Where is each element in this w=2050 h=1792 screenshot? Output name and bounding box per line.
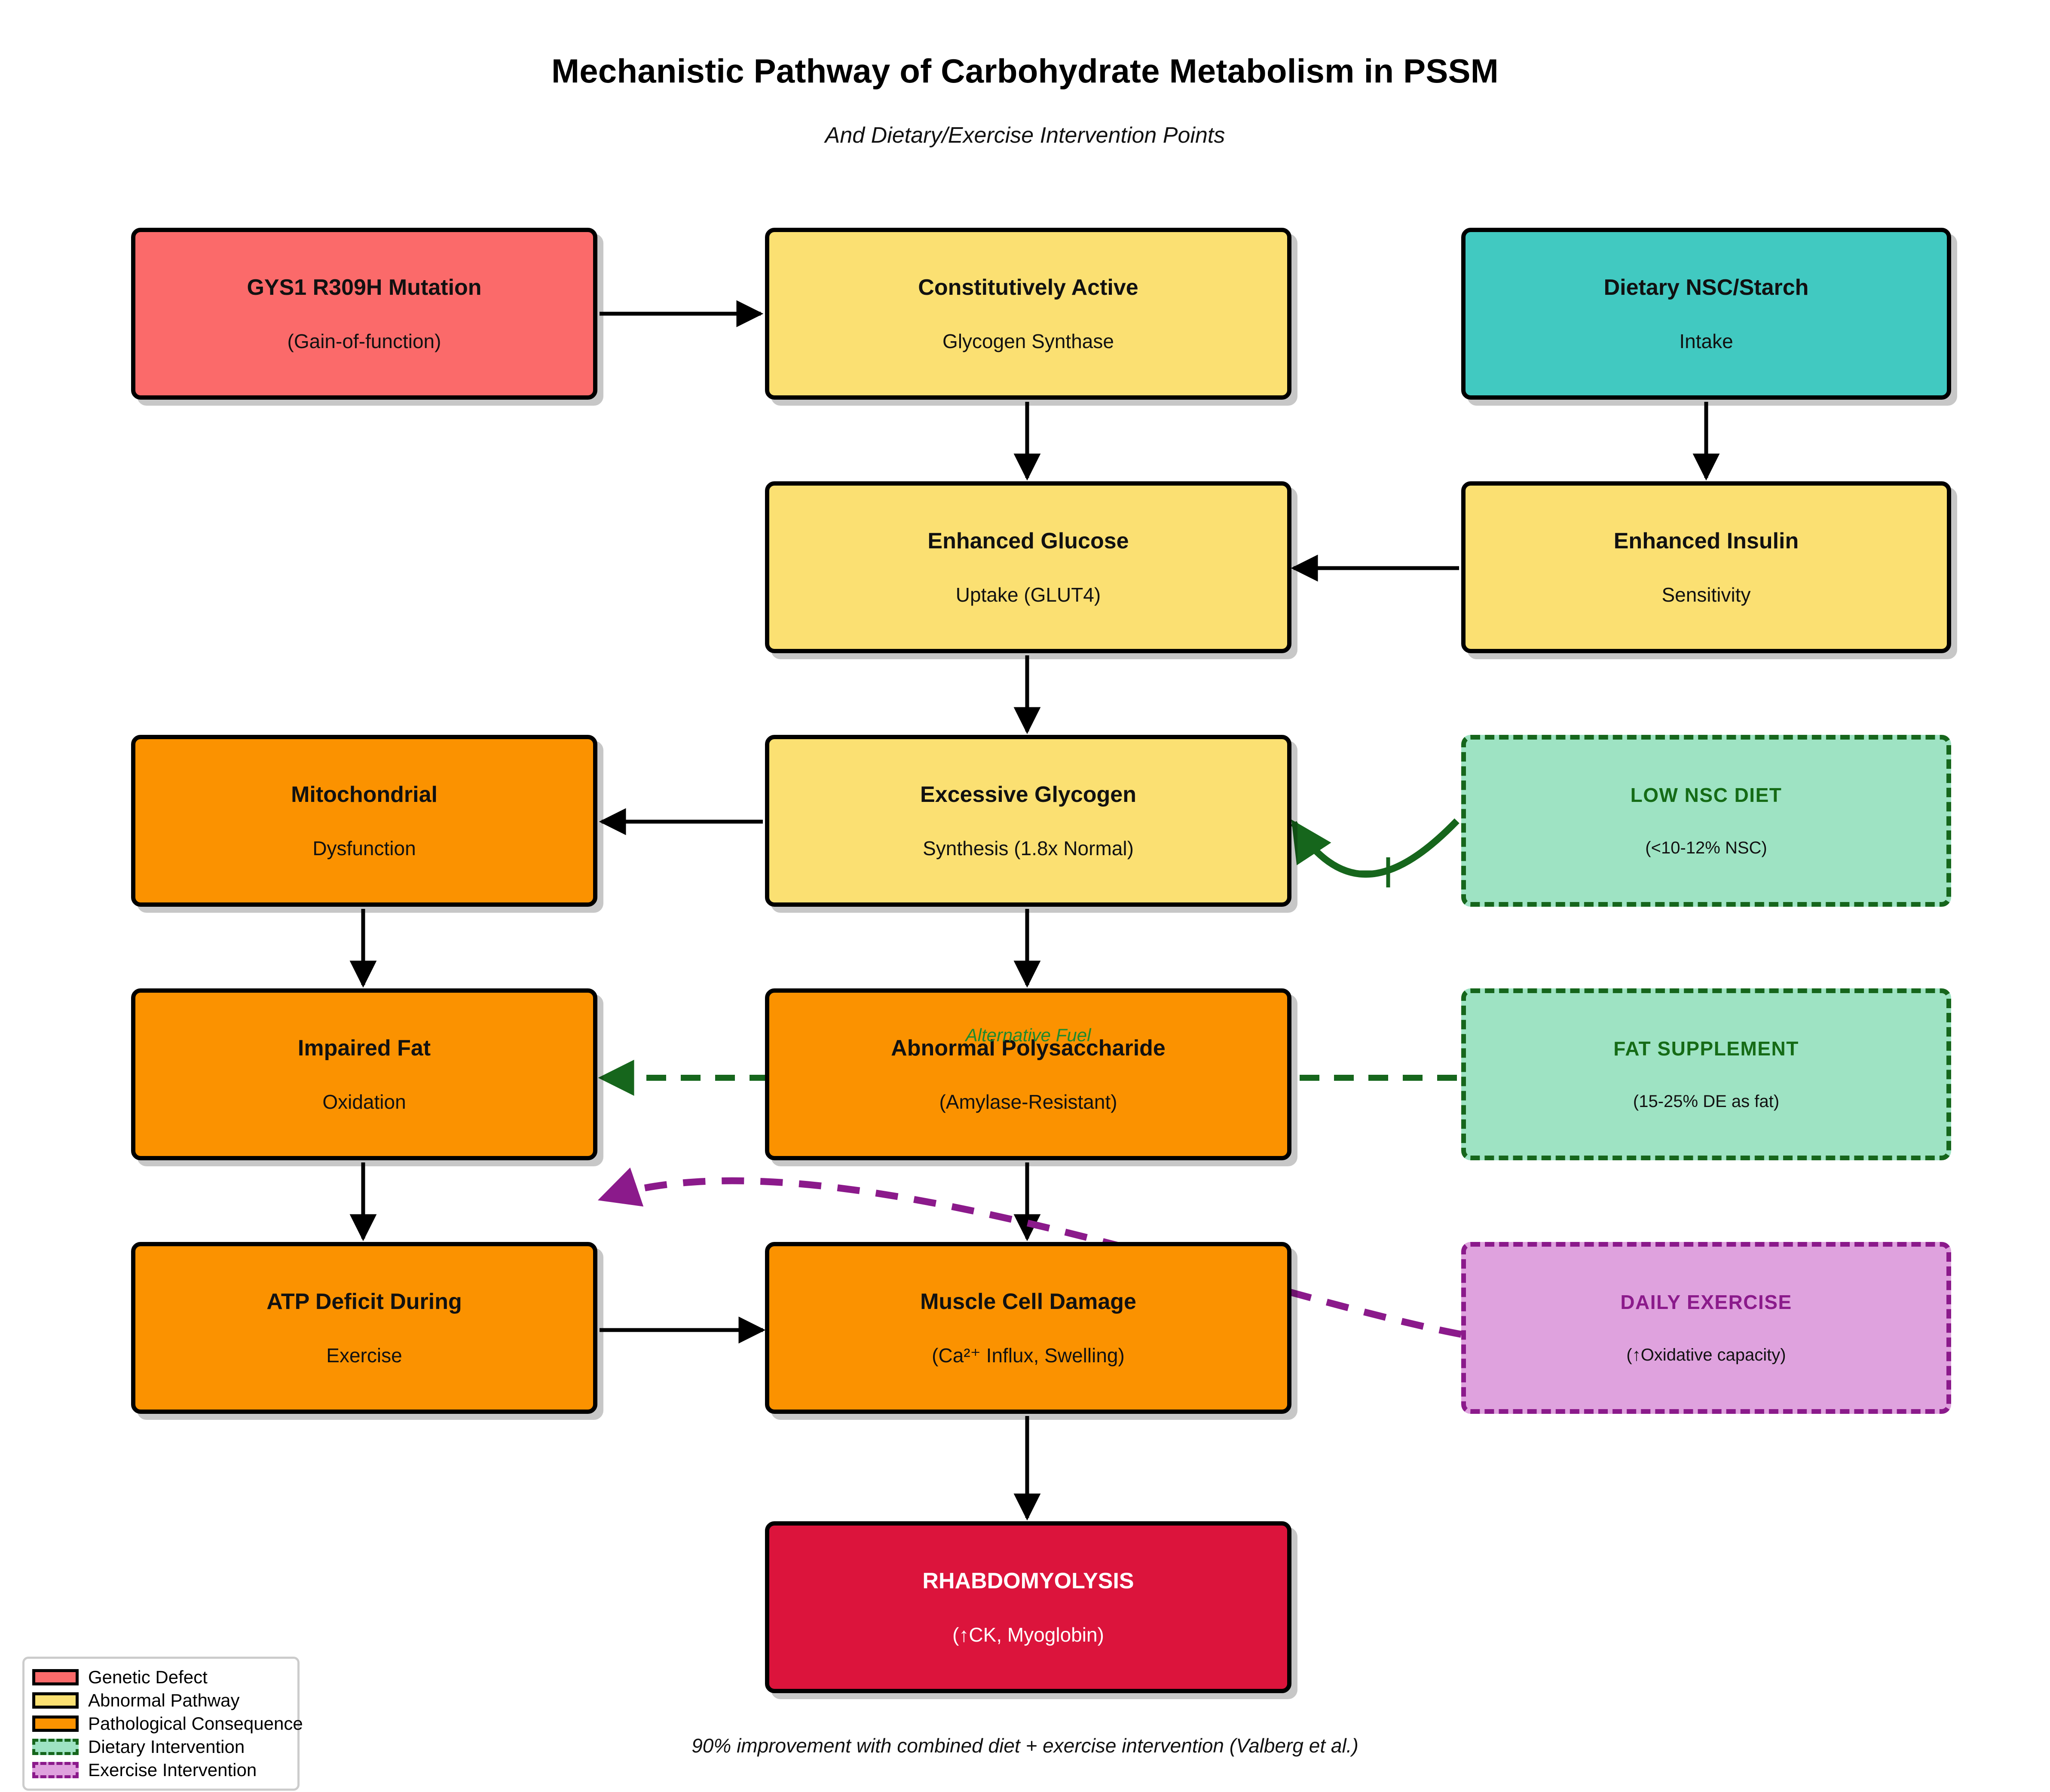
node-subtitle: (Gain-of-function) — [287, 330, 441, 352]
legend-item-label: Abnormal Pathway — [88, 1690, 240, 1710]
legend-swatch-icon — [32, 1762, 79, 1778]
node-title: FAT SUPPLEMENT — [1613, 1037, 1799, 1060]
node-subtitle: Synthesis (1.8x Normal) — [923, 837, 1134, 859]
legend-item-pathological-consequence: Pathological Consequence — [32, 1712, 303, 1735]
legend: Genetic Defect Abnormal Pathway Patholog… — [22, 1657, 303, 1791]
edge-exercise-to-polysac — [597, 1167, 1462, 1338]
node-title: Enhanced Insulin — [1613, 529, 1799, 554]
legend-item-exercise-intervention: Exercise Intervention — [32, 1758, 290, 1782]
legend-item-label: Pathological Consequence — [88, 1713, 303, 1734]
node-low-nsc-diet[interactable]: LOW NSC DIET (<10-12% NSC) — [1461, 735, 1951, 907]
legend-item-abnormal-pathway: Abnormal Pathway — [32, 1689, 290, 1712]
node-subtitle: (↑Oxidative capacity) — [1626, 1346, 1786, 1364]
node-daily-exercise[interactable]: DAILY EXERCISE (↑Oxidative capacity) — [1461, 1242, 1951, 1414]
node-title: Enhanced Glucose — [927, 529, 1129, 554]
node-title: RHABDOMYOLYSIS — [922, 1569, 1134, 1593]
node-title: Excessive Glycogen — [920, 782, 1136, 807]
node-subtitle: Exercise — [326, 1344, 402, 1367]
legend-item-label: Exercise Intervention — [88, 1760, 257, 1780]
node-impaired-fat-oxidation[interactable]: Impaired Fat Oxidation — [131, 988, 597, 1160]
node-subtitle: Glycogen Synthase — [942, 330, 1114, 352]
footnote: 90% improvement with combined diet + exe… — [691, 1734, 1359, 1757]
node-title: Mitochondrial — [291, 782, 438, 807]
node-muscle-cell-damage[interactable]: Muscle Cell Damage (Ca²⁺ Influx, Swellin… — [765, 1242, 1291, 1414]
node-subtitle: (Ca²⁺ Influx, Swelling) — [932, 1344, 1125, 1367]
node-abnormal-polysaccharide[interactable]: Abnormal Polysaccharide (Amylase-Resista… — [765, 988, 1291, 1160]
node-subtitle: Oxidation — [322, 1091, 406, 1113]
inhibition-tee-icon — [1356, 857, 1390, 887]
node-enhanced-glucose[interactable]: Enhanced Glucose Uptake (GLUT4) — [765, 481, 1291, 653]
node-constitutively-active[interactable]: Constitutively Active Glycogen Synthase — [765, 228, 1291, 400]
legend-item-dietary-intervention: Dietary Intervention — [32, 1735, 290, 1758]
node-title: DAILY EXERCISE — [1620, 1291, 1792, 1313]
node-subtitle: Intake — [1679, 330, 1733, 352]
node-subtitle: Sensitivity — [1661, 584, 1751, 606]
node-title: LOW NSC DIET — [1630, 784, 1782, 806]
node-subtitle: Uptake (GLUT4) — [955, 584, 1101, 606]
node-gys1-mutation[interactable]: GYS1 R309H Mutation (Gain-of-function) — [131, 228, 597, 400]
node-title: Impaired Fat — [297, 1036, 431, 1061]
edge-label-alternative-fuel: Alternative Fuel — [965, 1025, 1091, 1045]
node-enhanced-insulin[interactable]: Enhanced Insulin Sensitivity — [1461, 481, 1951, 653]
node-title: Dietary NSC/Starch — [1603, 275, 1809, 300]
node-mitochondrial-dysfunction[interactable]: Mitochondrial Dysfunction — [131, 735, 597, 907]
node-subtitle: (<10-12% NSC) — [1645, 838, 1767, 857]
legend-swatch-icon — [32, 1692, 79, 1709]
node-fat-supplement[interactable]: FAT SUPPLEMENT (15-25% DE as fat) — [1461, 988, 1951, 1160]
node-dietary-nsc[interactable]: Dietary NSC/Starch Intake — [1461, 228, 1951, 400]
page-subtitle: And Dietary/Exercise Intervention Points — [825, 123, 1225, 148]
node-rhabdomyolysis[interactable]: RHABDOMYOLYSIS (↑CK, Myoglobin) — [765, 1521, 1291, 1693]
node-title: GYS1 R309H Mutation — [247, 275, 482, 300]
legend-item-genetic-defect: Genetic Defect — [32, 1666, 290, 1689]
legend-swatch-icon — [32, 1739, 79, 1755]
node-excessive-glycogen[interactable]: Excessive Glycogen Synthesis (1.8x Norma… — [765, 735, 1291, 907]
node-subtitle: (Amylase-Resistant) — [939, 1091, 1117, 1113]
edge-lownsc-inhibits-glycogen — [1291, 818, 1459, 878]
page-title: Mechanistic Pathway of Carbohydrate Meta… — [551, 52, 1499, 90]
node-title: ATP Deficit During — [266, 1289, 462, 1314]
node-title: Abnormal Polysaccharide — [891, 1036, 1166, 1061]
node-subtitle: (↑CK, Myoglobin) — [952, 1624, 1104, 1646]
node-subtitle: (15-25% DE as fat) — [1633, 1092, 1780, 1111]
node-title: Constitutively Active — [918, 275, 1138, 300]
node-title: Muscle Cell Damage — [920, 1289, 1136, 1314]
legend-swatch-icon — [32, 1716, 79, 1732]
node-subtitle: Dysfunction — [312, 837, 416, 859]
node-atp-deficit[interactable]: ATP Deficit During Exercise — [131, 1242, 597, 1414]
legend-swatch-icon — [32, 1669, 79, 1685]
legend-item-label: Genetic Defect — [88, 1667, 208, 1687]
legend-item-label: Dietary Intervention — [88, 1737, 245, 1757]
